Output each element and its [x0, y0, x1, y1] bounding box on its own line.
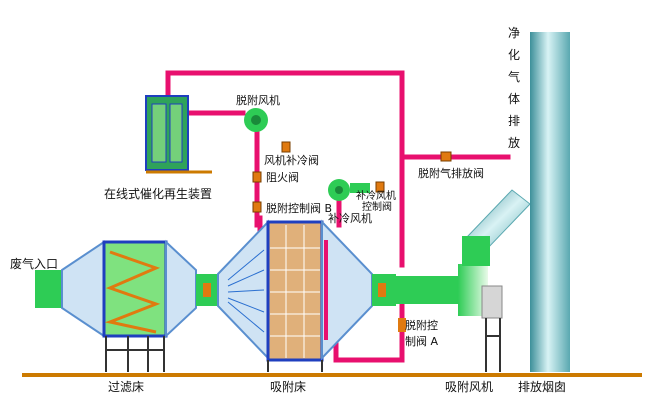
label-filter-bed: 过滤床: [108, 380, 145, 394]
label-makeup-cooling-fan: 补冷风机: [328, 212, 372, 225]
clean-gas-char-1: 净: [507, 26, 520, 40]
label-adsorption-bed: 吸附床: [270, 380, 307, 394]
label-exhaust-stack: 排放烟囱: [518, 380, 567, 394]
fan-cooling-valve-marker: [281, 141, 291, 153]
desorption-valve-b-marker: [252, 201, 262, 213]
clean-gas-char-2: 化: [507, 48, 520, 62]
suction-fan: [458, 189, 531, 372]
clean-gas-char-6: 放: [507, 136, 520, 150]
valves: [252, 141, 452, 213]
label-catalytic-device: 在线式催化再生装置: [104, 187, 213, 201]
label-makeup-cooling-valve-2: 控制阀: [362, 202, 392, 213]
makeup-cooling-fan: [328, 179, 370, 201]
desorption-exhaust-valve-marker: [440, 151, 452, 162]
label-desorption-exhaust-valve: 脱附气排放阀: [418, 167, 484, 180]
desorption-fan: [244, 108, 268, 132]
catalytic-device: [145, 95, 212, 174]
connector-duct-1: [196, 274, 218, 306]
fire-damper-marker: [252, 171, 262, 183]
label-desorption-valve-b: 脱附控制阀 B: [266, 202, 333, 215]
clean-gas-char-4: 体: [507, 92, 520, 106]
label-waste-gas-inlet: 废气入口: [10, 257, 59, 271]
label-makeup-cooling-valve-1: 补冷风机: [356, 191, 396, 202]
filter-bed: [35, 239, 197, 372]
clean-gas-char-5: 排: [507, 114, 520, 128]
ground-line: [22, 373, 642, 377]
label-fire-damper: 阻火阀: [266, 171, 299, 184]
connector-duct-2: [372, 274, 458, 332]
adsorption-bed: [217, 219, 373, 372]
exhaust-stack: [530, 32, 570, 372]
label-fan-cooling-valve: 风机补冷阀: [264, 154, 319, 167]
label-desorption-valve-a-2: 制阀 A: [405, 335, 439, 348]
label-desorption-fan: 脱附风机: [236, 94, 280, 107]
makeup-cooling-valve-marker: [375, 181, 385, 193]
label-suction-fan: 吸附风机: [445, 380, 494, 394]
clean-gas-char-3: 气: [507, 70, 520, 84]
label-desorption-valve-a-1: 脱附控: [405, 319, 438, 332]
label-clean-gas-exhaust: 净 化 气 体 排 放: [507, 22, 521, 154]
